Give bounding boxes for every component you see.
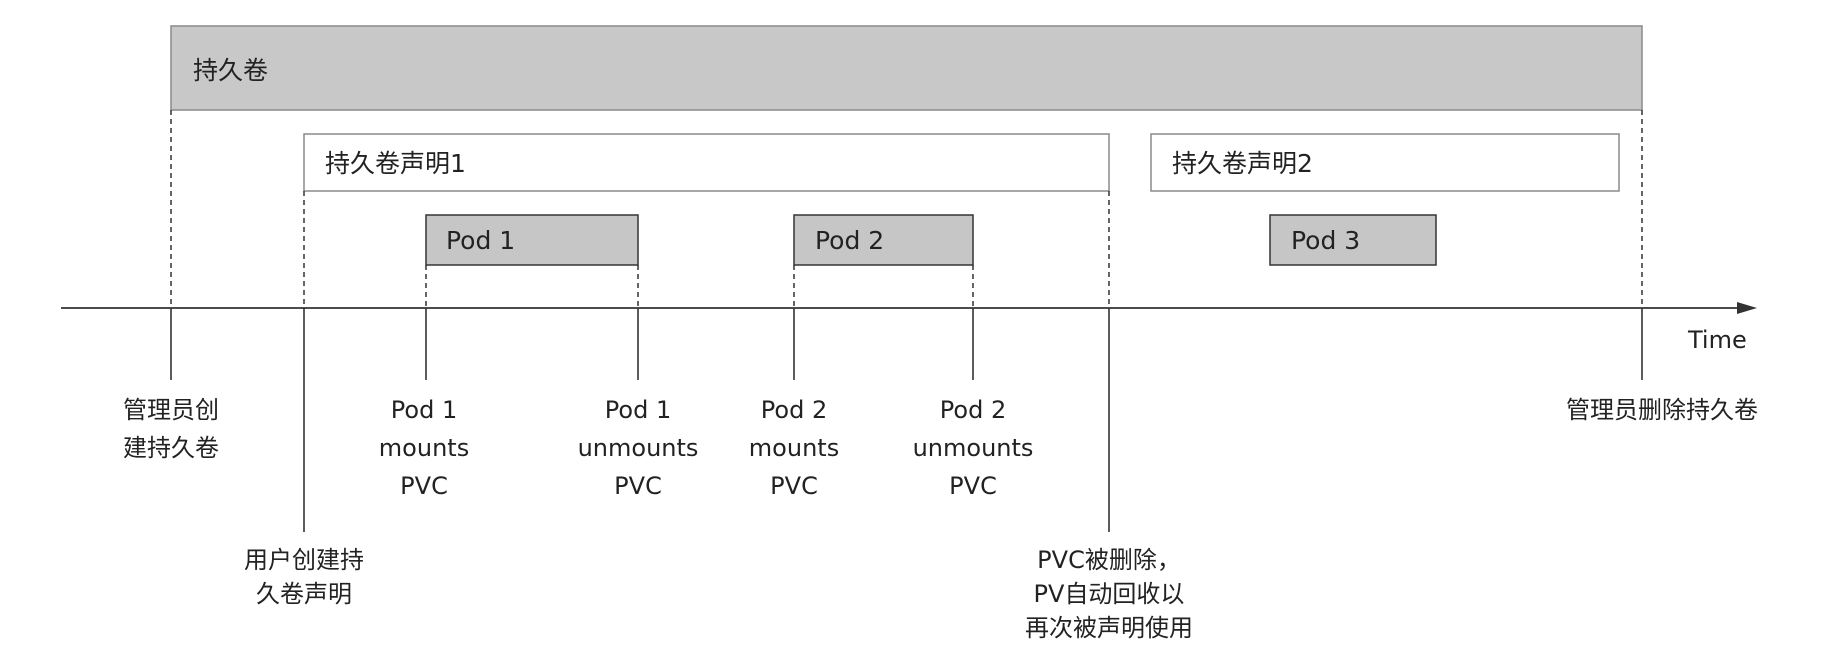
pvc2-label: 持久卷声明2 [1172,149,1313,178]
event-label-line: PVC [400,472,448,500]
timeline-label: Time [1687,326,1747,354]
pv-bar [170,25,1643,111]
event-label-line: Pod 2 [761,396,827,424]
event-pod2-unmount: Pod 2 unmounts PVC [913,396,1034,500]
event-user-create: 用户创建持 久卷声明 [244,546,364,608]
pod1-label: Pod 1 [446,226,515,255]
event-label-line: 久卷声明 [256,580,352,608]
event-label-line: 用户创建持 [244,546,364,574]
event-admin-create: 管理员创 建持久卷 [123,396,219,462]
event-label-line: PVC [949,472,997,500]
pvc2-box [1150,133,1620,192]
event-label-line: mounts [379,434,469,462]
pod3-label: Pod 3 [1291,226,1360,255]
pv-label: 持久卷 [193,56,268,85]
event-label-line: PVC [770,472,818,500]
event-pod1-mount: Pod 1 mounts PVC [379,396,469,500]
event-label-line: 管理员删除持久卷 [1566,396,1758,424]
pod1-box [425,214,639,266]
event-label-line: mounts [749,434,839,462]
event-pvc-deleted: PVC被删除， PV自动回收以 再次被声明使用 [1025,546,1193,642]
event-label-line: PV自动回收以 [1034,580,1185,608]
pvc1-box [303,133,1110,192]
event-admin-delete: 管理员删除持久卷 [1566,396,1758,424]
event-label-line: Pod 1 [605,396,671,424]
event-label-line: 建持久卷 [123,434,219,462]
event-label-line: 管理员创 [123,396,219,424]
event-pod1-unmount: Pod 1 unmounts PVC [578,396,699,500]
pvc1-label: 持久卷声明1 [325,149,466,178]
event-label-line: unmounts [578,434,699,462]
event-label-line: PVC被删除， [1037,546,1181,574]
event-label-line: Pod 2 [940,396,1006,424]
pod2-box [793,214,974,266]
event-pod2-mount: Pod 2 mounts PVC [749,396,839,500]
event-label-line: Pod 1 [391,396,457,424]
event-label-line: unmounts [913,434,1034,462]
pod3-box [1269,214,1437,266]
event-label-line: 再次被声明使用 [1025,614,1193,642]
timeline-arrowhead [1737,302,1757,314]
pod2-label: Pod 2 [815,226,884,255]
event-label-line: PVC [614,472,662,500]
